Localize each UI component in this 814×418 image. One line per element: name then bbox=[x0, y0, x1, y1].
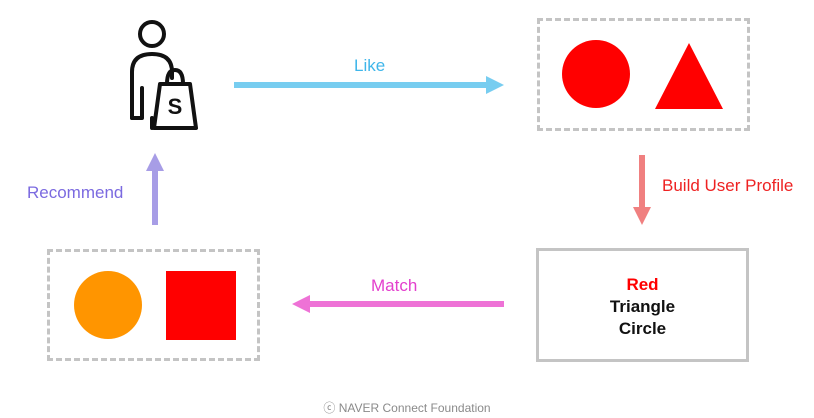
recommend-arrow bbox=[146, 153, 164, 225]
liked-items-box bbox=[537, 18, 750, 131]
like-label: Like bbox=[354, 56, 386, 75]
red-circle-shape bbox=[562, 40, 630, 108]
match-arrow bbox=[292, 295, 504, 313]
bag-letter: S bbox=[168, 94, 183, 119]
shopper-with-bag-icon: S bbox=[130, 20, 198, 130]
build-profile-arrow bbox=[633, 155, 651, 225]
recommend-label: Recommend bbox=[27, 183, 124, 202]
orange-circle-shape bbox=[74, 271, 142, 339]
match-label: Match bbox=[371, 276, 418, 295]
like-arrow bbox=[234, 76, 504, 94]
profile-color: Red bbox=[626, 275, 659, 294]
recommended-items-box bbox=[47, 249, 260, 361]
red-triangle-shape bbox=[655, 43, 723, 109]
profile-shape-triangle: Triangle bbox=[609, 297, 676, 316]
red-square-shape bbox=[166, 271, 236, 340]
profile-shape-circle: Circle bbox=[618, 319, 667, 338]
copyright-footer: ⓒ NAVER Connect Foundation bbox=[323, 401, 491, 415]
build-profile-label: Build User Profile bbox=[662, 176, 794, 195]
user-profile-box: Red Triangle Circle bbox=[536, 248, 749, 362]
